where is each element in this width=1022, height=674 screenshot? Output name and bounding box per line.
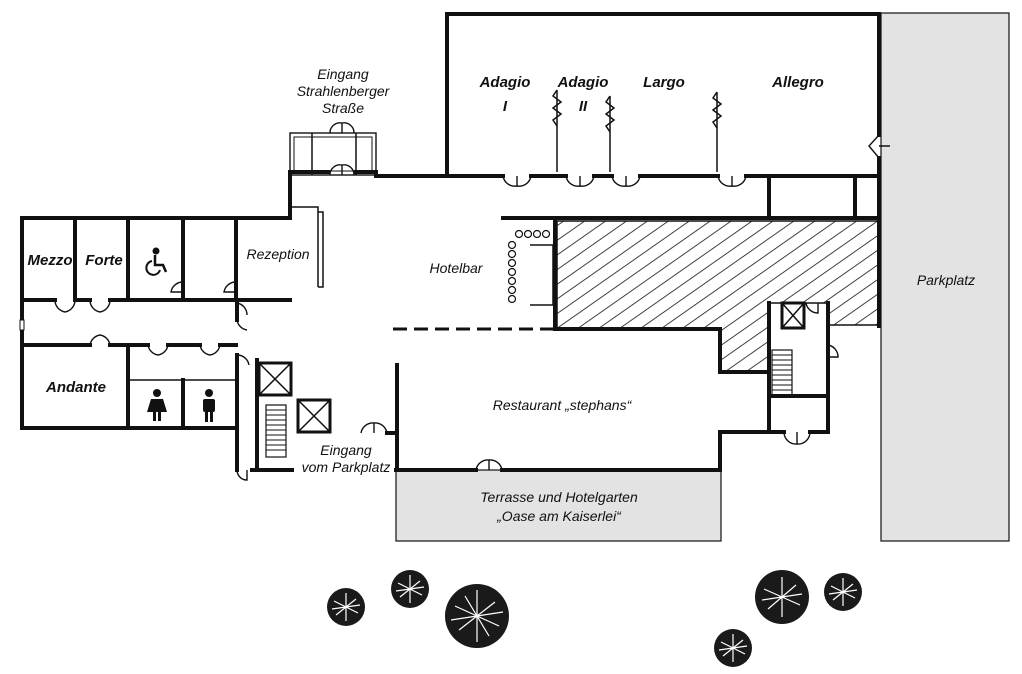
room-largo: Largo xyxy=(643,74,685,91)
room-restaurant: Restaurant „stephans“ xyxy=(493,397,633,413)
stairwell-left xyxy=(255,358,332,472)
room-andante: Andante xyxy=(45,379,106,396)
left-wing-walls xyxy=(19,216,292,430)
room-mezzo: Mezzo xyxy=(28,252,73,269)
terrace-area xyxy=(395,469,722,542)
main-hall-walls xyxy=(235,170,828,472)
male-wc-icon xyxy=(203,389,215,422)
north-entrance-line-1: Eingang xyxy=(317,66,369,82)
wheelchair-icon xyxy=(145,247,168,276)
room-rezeption: Rezeption xyxy=(246,246,309,262)
terrace-label-line-1: Terrasse und Hotelgarten xyxy=(480,489,638,505)
room-adagio-1-number: I xyxy=(503,98,508,115)
room-adagio-2: Adagio xyxy=(557,74,609,91)
female-wc-icon xyxy=(147,389,167,421)
bar-stool-icon xyxy=(507,229,551,304)
tree-icon xyxy=(327,570,862,667)
south-entrance-line-2: vom Parkplatz xyxy=(302,459,391,475)
south-entrance-line-1: Eingang xyxy=(320,442,372,458)
parking-area xyxy=(880,12,1010,542)
north-entrance-vestibule xyxy=(289,132,377,176)
room-adagio-1: Adagio xyxy=(479,74,531,91)
room-allegro: Allegro xyxy=(771,74,824,91)
north-entrance-line-2: Strahlenberger xyxy=(297,83,391,99)
doors xyxy=(54,122,890,481)
terrace-label-line-2: „Oase am Kaiserlei“ xyxy=(496,508,622,524)
conference-wing-walls xyxy=(374,12,881,328)
stairwell-right xyxy=(767,301,830,434)
parking-label: Parkplatz xyxy=(917,272,975,288)
room-adagio-2-number: II xyxy=(579,98,588,115)
room-hotelbar: Hotelbar xyxy=(430,260,484,276)
room-forte: Forte xyxy=(85,252,123,269)
north-entrance-line-3: Straße xyxy=(322,100,364,116)
